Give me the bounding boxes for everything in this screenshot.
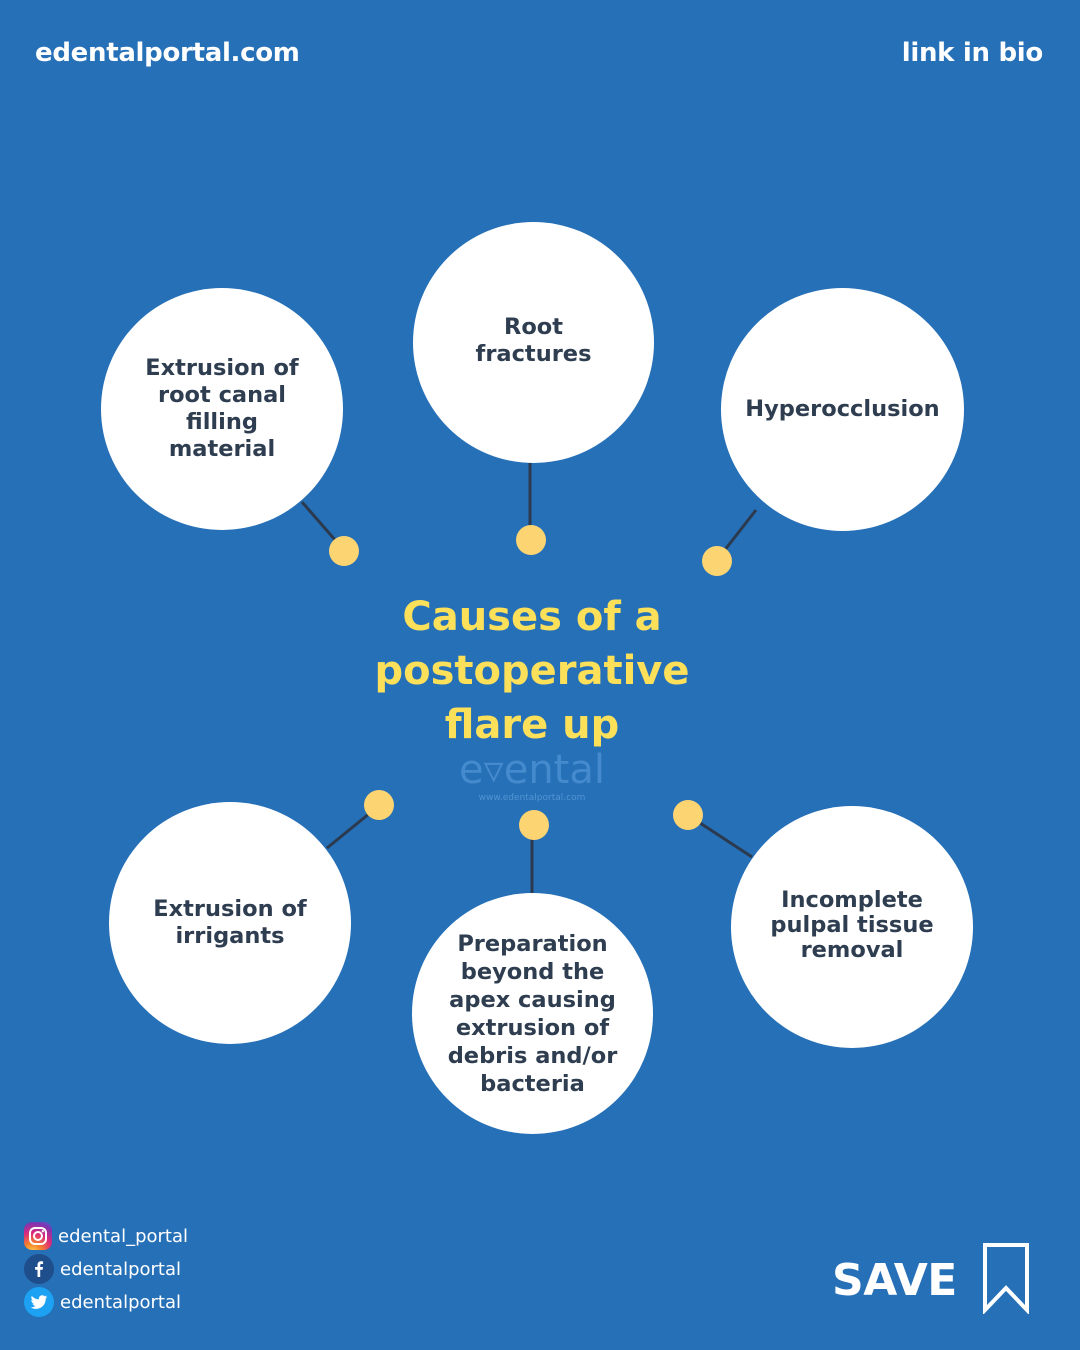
cause-root-fractures-circle: Root fractures [413,222,654,463]
site-url[interactable]: edentalportal.com [35,38,300,68]
facebook-handle: edentalportal [60,1258,181,1280]
connector-pulpal [696,819,753,859]
social-facebook[interactable]: edentalportal [24,1254,181,1284]
instagram-icon [24,1222,52,1250]
cause-root-fractures-label: Root fractures [475,313,592,367]
connector-root-canal [300,501,338,542]
social-instagram[interactable]: edental_portal [24,1221,188,1251]
instagram-handle: edental_portal [58,1225,188,1247]
title-line-1: Causes of a [402,594,662,640]
watermark: e▿ental www.edentalportal.com [432,748,632,804]
facebook-icon [24,1254,54,1284]
cause-apex-label: Preparation beyond the apex causing extr… [447,930,618,1097]
link-in-bio[interactable]: link in bio [901,38,1044,68]
cause-root-canal-label: Extrusion of root canal filling material [145,355,299,462]
twitter-handle: edentalportal [60,1291,181,1313]
cause-apex-circle: Preparation beyond the apex causing extr… [412,893,653,1134]
cause-irrigants-label: Extrusion of irrigants [153,896,307,949]
connector-hyperocclusion [722,509,758,552]
dot-irrigants [364,790,394,820]
cause-hyperocclusion-circle: Hyperocclusion [721,288,964,531]
cause-irrigants-circle: Extrusion of irrigants [109,802,351,1044]
cause-pulpal-circle: Incomplete pulpal tissue removal [731,806,973,1048]
dot-pulpal [673,800,703,830]
title-line-3: flare up [444,702,620,748]
watermark-logo: e▿ental [459,747,605,793]
dot-hyperocclusion [702,546,732,576]
dot-root-fractures [516,525,546,555]
bookmark-icon[interactable] [982,1242,1030,1318]
dot-root-canal [329,536,359,566]
cause-root-canal-circle: Extrusion of root canal filling material [101,288,343,530]
watermark-url: www.edentalportal.com [478,793,586,803]
title-line-2: postoperative [374,648,690,694]
cause-hyperocclusion-label: Hyperocclusion [745,396,940,422]
cause-pulpal-label: Incomplete pulpal tissue removal [770,886,934,963]
social-twitter[interactable]: edentalportal [24,1287,181,1317]
connector-irrigants [326,811,371,850]
diagram-title: Causes of a postoperative flare up [340,590,724,752]
twitter-icon [24,1287,54,1317]
dot-apex [519,810,549,840]
save-label[interactable]: SAVE [832,1255,957,1306]
